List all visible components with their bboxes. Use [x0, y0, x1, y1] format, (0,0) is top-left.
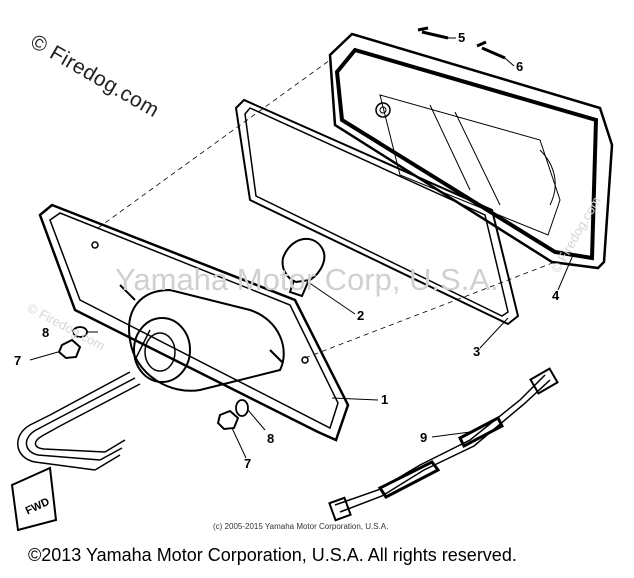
callout-4: 4 [552, 288, 560, 303]
part-2-bulb [281, 237, 326, 298]
part-6-screw [476, 40, 506, 60]
part-5-screw [417, 26, 449, 40]
diagram-copyright: (c) 2005-2015 Yamaha Motor Corporation, … [213, 522, 389, 531]
part-9-sub-harness [328, 367, 559, 522]
callout-8-lower: 8 [267, 431, 274, 446]
part-4-lens-housing [328, 32, 614, 270]
callout-7-upper: 7 [14, 353, 21, 368]
callout-9: 9 [420, 430, 427, 445]
callout-5: 5 [458, 30, 465, 45]
part-3-gasket [234, 98, 520, 326]
part-7-nut-upper [57, 338, 82, 360]
part-1-base-plate [38, 203, 350, 442]
wire-harness [17, 371, 141, 471]
fwd-tag [10, 466, 58, 532]
part-8-washer-lower [235, 399, 249, 417]
callout-1: 1 [381, 392, 388, 407]
bulb-socket-assembly [119, 284, 285, 392]
callout-6: 6 [516, 59, 523, 74]
part-7-nut-lower [216, 409, 240, 431]
leader-lines [29, 37, 574, 459]
footer-copyright: ©2013 Yamaha Motor Corporation, U.S.A. A… [28, 545, 517, 565]
watermark-center: Yamaha Motor Corp, U.S.A. [115, 262, 499, 297]
fwd-tag-label: FWD [24, 496, 52, 517]
callout-2: 2 [357, 308, 364, 323]
callout-7-lower: 7 [244, 456, 251, 471]
alignment-lines [97, 59, 556, 359]
callout-3: 3 [473, 344, 480, 359]
callout-8-upper: 8 [42, 325, 49, 340]
